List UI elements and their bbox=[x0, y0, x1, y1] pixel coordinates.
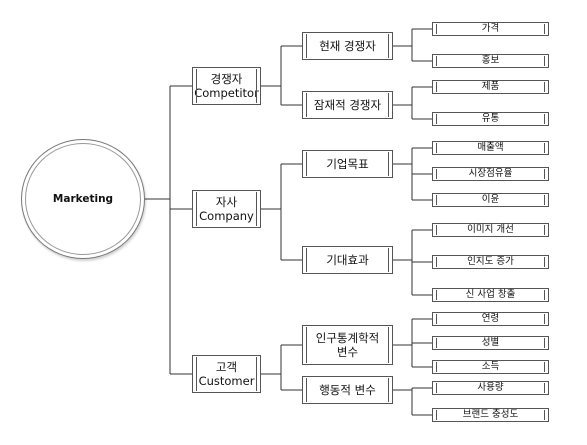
sub-node-2-1-line: 행동적 변수 bbox=[319, 382, 376, 397]
branch-node-1-line: 자사 bbox=[215, 194, 238, 209]
sub-node-0-1: 잠재적 경쟁자 bbox=[302, 91, 393, 119]
leaf-node-2-0-1: 성별 bbox=[432, 336, 549, 350]
leaf-node-1-1-0: 이미지 개선 bbox=[432, 223, 549, 237]
leaf-label: 소득 bbox=[481, 361, 500, 373]
branch-node-2-line: Customer bbox=[198, 374, 255, 388]
leaf-label: 홍보 bbox=[481, 55, 500, 67]
sub-node-1-0: 기업목표 bbox=[302, 150, 393, 178]
sub-node-1-1: 기대효과 bbox=[302, 246, 393, 274]
leaf-node-0-0-0: 가격 bbox=[432, 22, 549, 36]
sub-node-1-0-line: 기업목표 bbox=[326, 156, 369, 171]
leaf-node-1-1-2: 신 사업 창출 bbox=[432, 288, 549, 302]
leaf-label: 시장점유율 bbox=[468, 168, 513, 180]
leaf-node-2-0-2: 소득 bbox=[432, 360, 549, 374]
leaf-label: 브랜드 충성도 bbox=[462, 409, 519, 421]
sub-node-2-1-text: 행동적 변수 bbox=[319, 383, 376, 397]
sub-node-1-1-line: 기대효과 bbox=[326, 252, 369, 267]
sub-node-0-1-text: 잠재적 경쟁자 bbox=[314, 98, 381, 112]
sub-node-2-1: 행동적 변수 bbox=[302, 376, 393, 404]
sub-node-0-0-text: 현재 경쟁자 bbox=[319, 39, 376, 53]
leaf-node-1-0-0: 매출액 bbox=[432, 141, 549, 155]
leaf-node-1-0-1: 시장점유율 bbox=[432, 167, 549, 181]
leaf-label: 신 사업 창출 bbox=[465, 289, 516, 301]
leaf-label: 사용량 bbox=[477, 382, 504, 394]
sub-node-0-0-line: 현재 경쟁자 bbox=[319, 38, 376, 53]
sub-node-0-1-line: 잠재적 경쟁자 bbox=[313, 97, 382, 112]
leaf-label: 가격 bbox=[481, 23, 500, 35]
leaf-label: 성별 bbox=[481, 337, 500, 349]
leaf-label: 인지도 증가 bbox=[467, 256, 514, 268]
leaf-node-2-0-0: 연령 bbox=[432, 312, 549, 326]
leaf-node-0-0-1: 홍보 bbox=[432, 54, 549, 68]
branch-node-1-line: Company bbox=[199, 209, 254, 223]
leaf-node-2-1-1: 브랜드 충성도 bbox=[432, 408, 549, 422]
leaf-node-2-1-0: 사용량 bbox=[432, 381, 549, 395]
root-label: Marketing bbox=[25, 143, 141, 255]
leaf-label: 유통 bbox=[481, 113, 500, 125]
branch-node-2-line: 고객 bbox=[215, 359, 238, 374]
leaf-label: 이미지 개선 bbox=[467, 224, 514, 236]
leaf-label: 이윤 bbox=[481, 194, 500, 206]
sub-node-1-1-text: 기대효과 bbox=[326, 253, 368, 267]
leaf-node-0-1-1: 유통 bbox=[432, 112, 549, 126]
leaf-node-1-1-1: 인지도 증가 bbox=[432, 255, 549, 269]
root-node: Marketing bbox=[21, 139, 145, 259]
sub-node-2-0-line: 변수 bbox=[336, 345, 359, 359]
branch-node-0-line: 경쟁자 bbox=[210, 71, 243, 86]
leaf-label: 제품 bbox=[481, 81, 500, 93]
leaf-node-0-1-0: 제품 bbox=[432, 80, 549, 94]
sub-node-1-0-text: 기업목표 bbox=[326, 157, 368, 171]
leaf-node-1-0-2: 이윤 bbox=[432, 193, 549, 207]
leaf-label: 연령 bbox=[481, 313, 500, 325]
branch-node-0-line: Competitor bbox=[194, 86, 259, 100]
root-outer-ring bbox=[21, 139, 145, 259]
leaf-label: 매출액 bbox=[477, 142, 504, 154]
sub-node-0-0: 현재 경쟁자 bbox=[302, 32, 393, 60]
sub-node-2-0-line: 인구통계학적 bbox=[315, 330, 380, 345]
